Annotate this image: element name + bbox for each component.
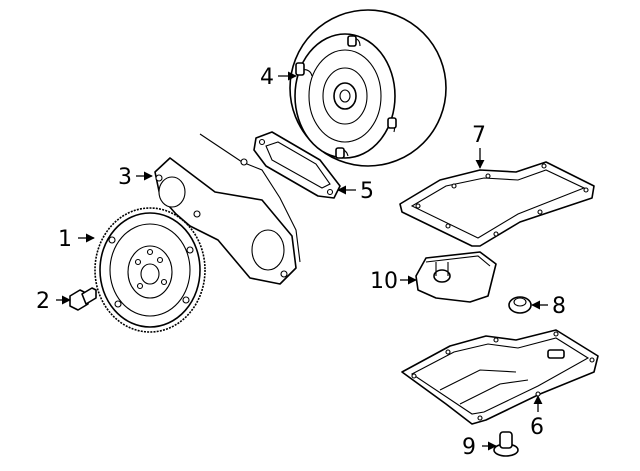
transmission-pan: [401, 329, 599, 425]
callout-8: 8: [552, 294, 566, 319]
callout-9: 9: [462, 435, 476, 460]
adapter-plate: [154, 133, 301, 285]
filter-seal: [508, 296, 532, 314]
leader-lines: [56, 71, 548, 451]
callout-2: 2: [36, 289, 50, 314]
gasket: [253, 131, 341, 199]
flexplate: [94, 207, 206, 333]
flexplate-bolt: [69, 287, 97, 311]
callout-3: 3: [118, 165, 132, 190]
callout-7: 7: [472, 123, 486, 148]
callout-5: 5: [360, 179, 374, 204]
callout-4: 4: [260, 65, 274, 90]
callout-1: 1: [58, 227, 72, 252]
callout-10: 10: [370, 269, 398, 294]
transmission-filter: [415, 251, 497, 303]
torque-converter: [289, 9, 447, 167]
callout-6: 6: [530, 415, 544, 440]
pan-gasket: [399, 161, 595, 247]
drain-plug: [493, 431, 519, 457]
callout-labels: 1 2 3 4 5 6 7 8 9 10: [36, 65, 566, 460]
